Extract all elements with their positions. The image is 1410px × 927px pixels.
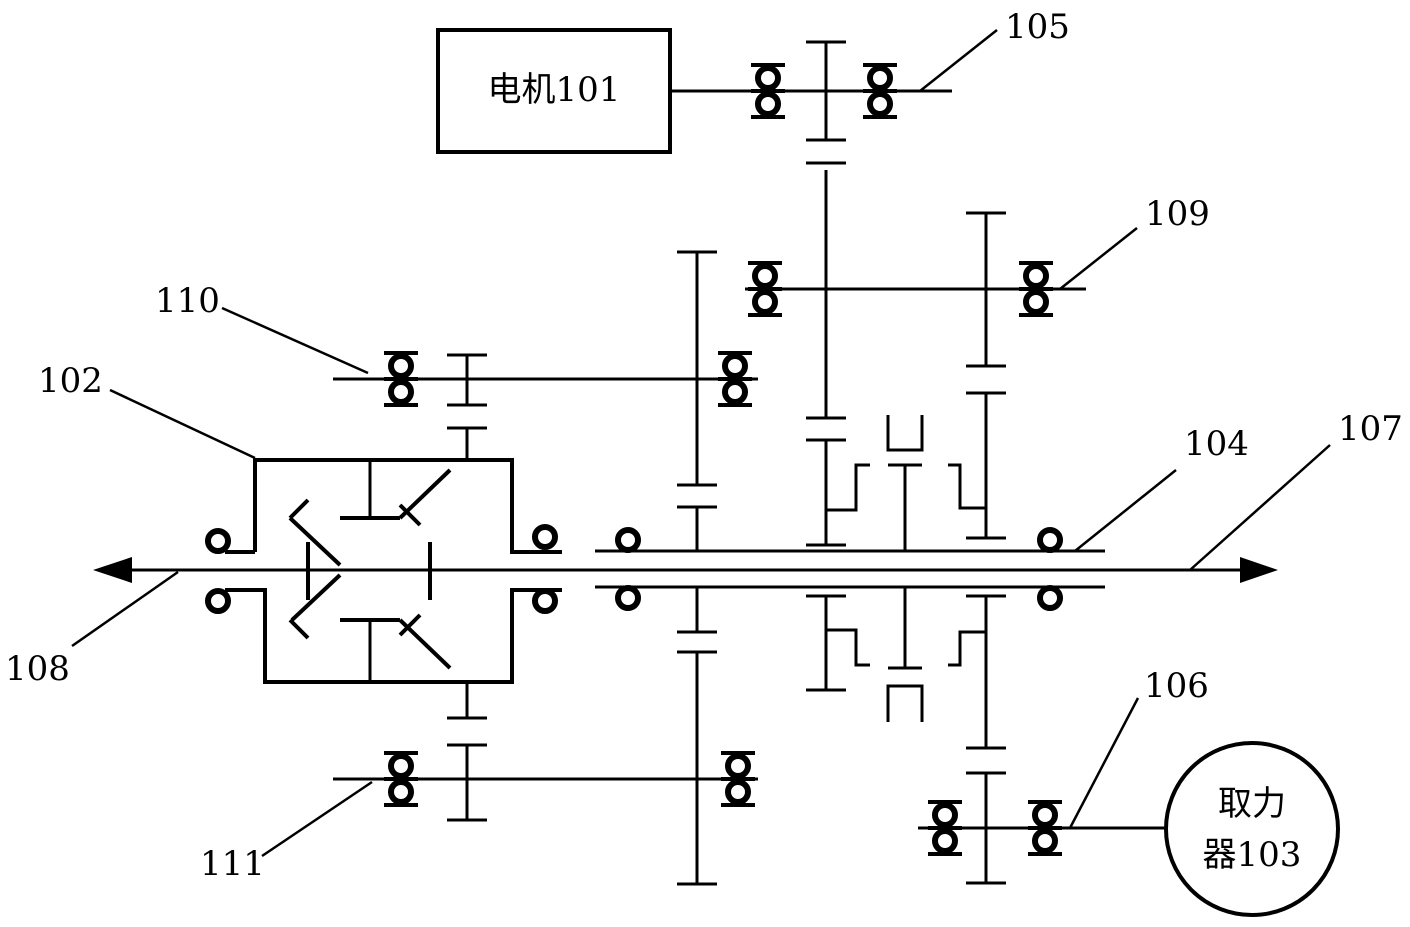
shaft-109: [745, 211, 1086, 368]
callout-104: 104: [1184, 424, 1249, 464]
bearing-104-right-bottom: [1040, 588, 1060, 608]
gear-104-upper-right: [966, 391, 1006, 540]
shaft-104: [595, 530, 1105, 634]
bearing-105-right: [863, 65, 897, 117]
synchronizers: [806, 415, 1006, 750]
callout-109: 109: [1145, 194, 1210, 234]
bearing-110-left: [384, 353, 418, 405]
bearing-102-right-top: [535, 527, 555, 547]
differential-102: [208, 426, 562, 720]
motor-101: 电机101: [436, 28, 672, 154]
bearing-104-left-top: [618, 530, 638, 550]
callout-105: 105: [1005, 7, 1070, 47]
pto-circle: [1164, 741, 1340, 917]
callout-107: 107: [1338, 409, 1403, 449]
bearing-109-left: [748, 263, 782, 315]
bearing-104-left-bottom: [618, 588, 638, 608]
arrow-left-icon: [93, 557, 132, 583]
bearing-111-left: [384, 753, 418, 805]
callout-110: 110: [155, 281, 220, 321]
bearing-102-left-bottom: [208, 591, 228, 611]
shaft-111: [333, 650, 758, 886]
motor-label: 电机101: [488, 70, 621, 110]
shaft-106: [918, 771, 1166, 885]
callouts: 105 109 110 102 104 107 108 111 106: [5, 7, 1403, 884]
pto-label-line1: 取力: [1218, 784, 1286, 824]
diff-housing-top: [253, 458, 562, 554]
pto-label-line2: 器103: [1203, 835, 1302, 875]
bearing-102-right-bottom: [535, 591, 555, 611]
output-axle: [93, 557, 1278, 583]
pto-103: 取力 器103: [1164, 741, 1340, 917]
diff-housing-bottom: [225, 588, 562, 684]
bearing-111-right: [721, 753, 755, 805]
arrow-right-icon: [1240, 557, 1278, 583]
shaft-110: [333, 250, 758, 487]
bearing-102-left-top: [208, 531, 228, 551]
gear-109-large: [806, 161, 846, 420]
bearing-104-right-top: [1040, 530, 1060, 550]
callout-111: 111: [200, 844, 265, 884]
gear-104-upper-left: [677, 505, 717, 551]
callout-108: 108: [5, 649, 70, 689]
bearing-109-right: [1019, 263, 1053, 315]
callout-106: 106: [1144, 666, 1209, 706]
callout-102: 102: [38, 361, 103, 401]
shaft-105: [670, 40, 952, 142]
bearing-106-right: [1028, 802, 1062, 854]
bearing-106-left: [928, 802, 962, 854]
bearing-110-right: [718, 353, 752, 405]
bearing-105-left: [751, 65, 785, 117]
